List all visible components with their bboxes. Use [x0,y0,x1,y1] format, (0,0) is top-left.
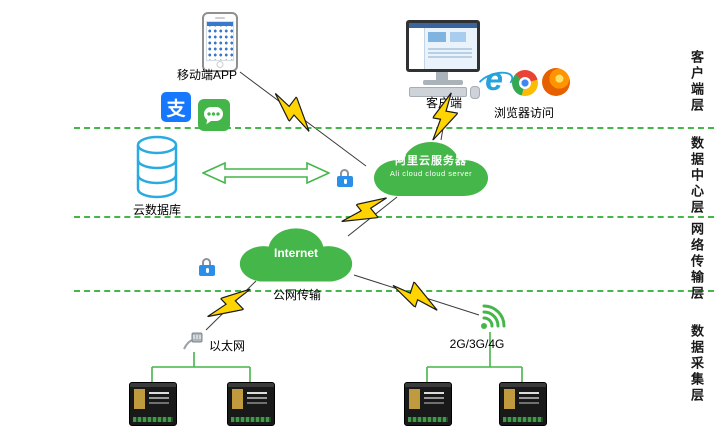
device-text-lines [424,392,444,394]
internet-cloud-shape [239,228,353,282]
lightning-bolt-client [431,92,460,141]
layer-label-network: 网络传输层 [689,222,704,302]
phone-app-grid [207,22,233,60]
device-terminal-strip [408,417,448,422]
device-terminal-strip [133,417,173,422]
field-device-1 [129,382,177,426]
wechat-bubble [204,107,223,121]
lightning-bolt-ethernet [207,288,251,318]
sync-double-arrow [202,161,330,185]
layer-divider-3 [74,290,714,292]
cellular-label: 2G/3G/4G [449,337,505,351]
device-text-lines [519,392,539,394]
chrome-browser-icon [512,70,538,96]
lock-icon-datacenter [337,169,353,187]
cloud-db-label: 云数据库 [132,203,182,217]
smartphone-icon [202,12,238,72]
phone-speaker [215,17,225,19]
device-label-strip [409,389,420,409]
browser-access-label: 浏览器访问 [493,106,555,120]
field-device-2 [227,382,275,426]
cloud-database-icon [136,135,178,199]
layer-divider-2 [74,216,714,218]
ethernet-bus-line [151,352,251,382]
layer-divider-1 [74,127,714,129]
desktop-monitor-icon [406,20,480,72]
phone-home-button [216,61,224,68]
field-device-3 [404,382,452,426]
device-label-strip [232,389,243,409]
lock-shackle [340,169,349,178]
alipay-glyph: 支 [166,98,186,120]
layer-label-client: 客户端层 [689,50,704,114]
lightning-bolt-cellular [392,280,438,311]
screen-panel-1 [428,32,446,42]
wifi-signal-icon [481,304,506,329]
screen-topbar [409,23,477,28]
monitor-neck [436,72,448,80]
device-terminal-strip [231,417,271,422]
screen-panel-2 [450,32,466,42]
keyboard-icon [409,87,467,97]
lightning-bolt-mobile [274,92,310,132]
ie-browser-icon: e [480,63,508,95]
wechat-icon [198,99,230,131]
public-network-label: 公网传输 [272,288,322,302]
device-text-lines [149,392,169,394]
lock-body [199,265,215,276]
device-label-strip [134,389,145,409]
lightning-bolt-alicloud-internet [341,197,388,223]
device-terminal-strip [503,417,543,422]
monitor-screen [409,23,477,69]
lock-body [337,176,353,187]
mobile-app-label: 移动端APP [176,68,238,82]
layer-label-collection: 数据采集层 [689,324,704,404]
device-text-lines [247,392,267,394]
monitor-base [423,80,463,85]
screen-sidebar [409,28,425,69]
ethernet-plug-icon [183,332,203,350]
ali-cloud-shape [374,142,488,196]
field-device-4 [499,382,547,426]
layer-label-datacenter: 数据中心层 [689,136,704,216]
alipay-icon: 支 [161,92,191,122]
firefox-browser-icon [542,68,570,96]
phone-screen [206,21,234,61]
lock-shackle [202,258,211,267]
lock-icon-network [199,258,215,276]
device-label-strip [504,389,515,409]
screen-text-lines [428,48,472,50]
ie-glyph: e [485,61,503,97]
ethernet-label: 以太网 [208,339,246,353]
